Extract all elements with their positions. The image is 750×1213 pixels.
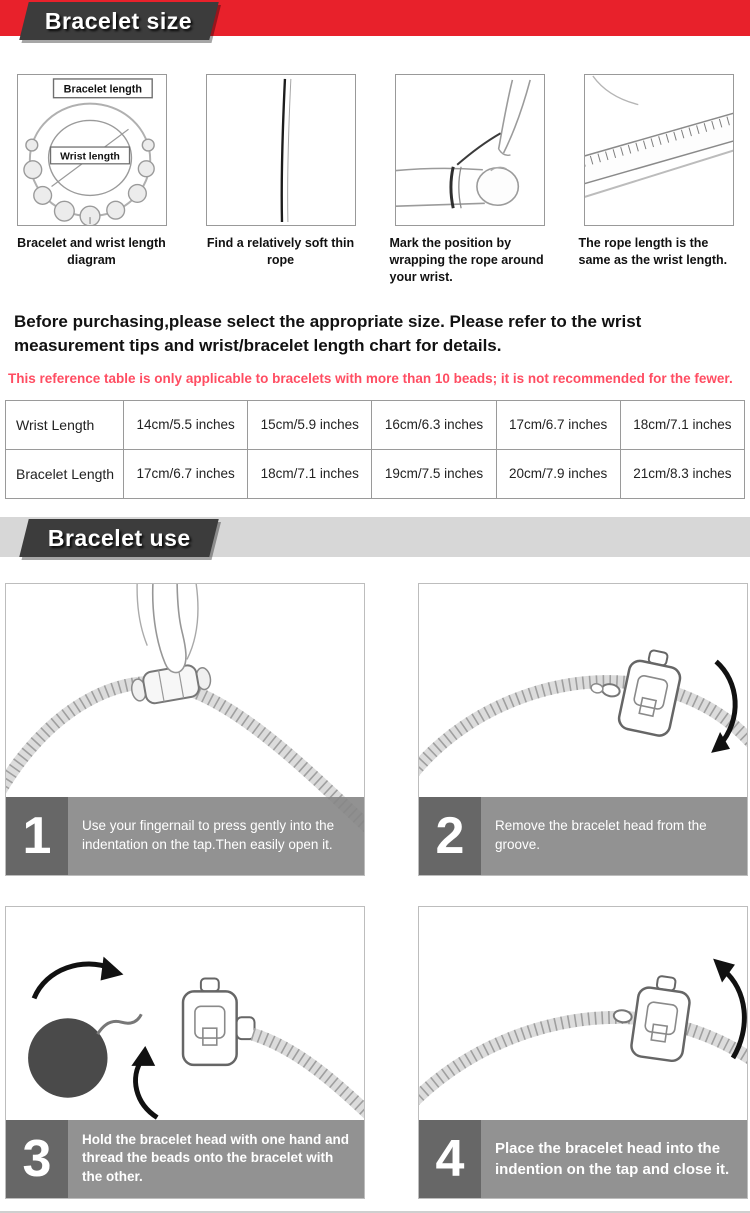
table-cell: 18cm/7.1 inches bbox=[619, 399, 746, 450]
size-table: Wrist Length 14cm/5.5 inches 15cm/5.9 in… bbox=[5, 399, 746, 499]
step2-text: Remove the bracelet head from the groove… bbox=[495, 818, 707, 852]
rope-image bbox=[205, 74, 356, 226]
step-panel-1: 1 Use your fingernail to press gently in… bbox=[5, 582, 365, 876]
measure-step-rope: Find a relatively soft thin rope bbox=[193, 74, 368, 286]
table-cell: 19cm/7.5 inches bbox=[371, 448, 497, 499]
clasp-link bbox=[590, 682, 621, 698]
step3-caption-bar: 3 Hold the bracelet head with one hand a… bbox=[6, 1119, 364, 1198]
rotate-arrow-icon bbox=[31, 956, 124, 1000]
size-note-text: This reference table is only applicable … bbox=[8, 370, 733, 386]
table-cell: 20cm/7.9 inches bbox=[495, 448, 621, 499]
table-cell: 14cm/5.5 inches bbox=[122, 399, 249, 450]
rotate-arrow-icon bbox=[711, 659, 738, 753]
step4-close-head-illustration bbox=[419, 958, 747, 1106]
bracelet-size-band: Bracelet size bbox=[0, 0, 750, 40]
bead bbox=[28, 1018, 108, 1098]
pressing-finger bbox=[136, 583, 199, 674]
close-arrow-icon bbox=[713, 958, 747, 1060]
bracelet-length-label: Bracelet length bbox=[63, 83, 141, 95]
step-panel-4: 4 Place the bracelet head into the inden… bbox=[418, 905, 748, 1199]
bracelet-diagram-illustration: Bracelet length Wrist length bbox=[22, 78, 155, 225]
ruler-image bbox=[583, 74, 734, 226]
table-cell: 17cm/6.7 inches bbox=[122, 448, 249, 499]
table-row-bracelet: Bracelet Length 17cm/6.7 inches 18cm/7.1… bbox=[5, 448, 746, 499]
wrap-wrist-image bbox=[394, 74, 545, 226]
measure-step-ruler: The rope length is the same as the wrist… bbox=[571, 74, 746, 286]
bracelet-head bbox=[181, 977, 256, 1067]
measure-caption-4: The rope length is the same as the wrist… bbox=[578, 236, 728, 267]
bracelet-use-ribbon: Bracelet use bbox=[19, 518, 219, 557]
table-cell: 16cm/6.3 inches bbox=[371, 399, 497, 450]
barrel-clasp bbox=[130, 664, 212, 705]
rope-line bbox=[584, 145, 733, 199]
bracelet-head bbox=[630, 975, 691, 1062]
measure-step-diagram: Bracelet length Wrist length Bracelet an… bbox=[4, 74, 179, 286]
table-cell: 18cm/7.1 inches bbox=[247, 448, 373, 499]
step3-number: 3 bbox=[6, 1119, 68, 1198]
step4-caption-bar: 4 Place the bracelet head into the inden… bbox=[419, 1119, 747, 1198]
measure-instructions-row: Bracelet length Wrist length Bracelet an… bbox=[0, 74, 750, 286]
step1-press-tap-illustration bbox=[6, 583, 364, 833]
bead-circles bbox=[22, 138, 155, 225]
step-panel-2: 2 Remove the bracelet head from the groo… bbox=[418, 582, 748, 876]
bracelet-use-band: Bracelet use bbox=[0, 516, 750, 557]
table-cell: 21cm/8.3 inches bbox=[619, 448, 746, 499]
step2-remove-head-illustration bbox=[419, 649, 747, 776]
thread-arrow-icon bbox=[131, 1045, 159, 1120]
measure-step-wrap: Mark the position by wrapping the rope a… bbox=[382, 74, 557, 286]
table-cell: 17cm/6.7 inches bbox=[495, 399, 621, 450]
step4-text: Place the bracelet head into the indenti… bbox=[495, 1139, 730, 1178]
step3-thread-beads-illustration bbox=[28, 956, 364, 1120]
wrist-length-label: Wrist length bbox=[60, 151, 120, 162]
bracelet-size-title: Bracelet size bbox=[45, 7, 193, 34]
measure-caption-2: Find a relatively soft thin rope bbox=[206, 236, 355, 267]
bracelet-use-title: Bracelet use bbox=[47, 524, 191, 551]
step2-number: 2 bbox=[419, 796, 481, 875]
step4-number: 4 bbox=[419, 1119, 481, 1198]
clasp-link bbox=[612, 1009, 633, 1024]
step1-caption-bar: 1 Use your fingernail to press gently in… bbox=[6, 796, 364, 875]
table-cell: Wrist Length bbox=[5, 399, 124, 450]
table-cell: Bracelet Length bbox=[5, 448, 124, 499]
size-intro-text: Before purchasing,please select the appr… bbox=[14, 311, 642, 356]
step1-number: 1 bbox=[6, 796, 68, 875]
bracelet-diagram-image: Bracelet length Wrist length bbox=[16, 74, 167, 226]
bracelet-head bbox=[617, 649, 682, 737]
measure-caption-1: Bracelet and wrist length diagram bbox=[17, 236, 166, 267]
step2-caption-bar: 2 Remove the bracelet head from the groo… bbox=[419, 796, 747, 875]
wrap-wrist-illustration bbox=[395, 79, 531, 209]
bracelet-size-ribbon: Bracelet size bbox=[19, 2, 219, 40]
measure-caption-3: Mark the position by wrapping the rope a… bbox=[389, 236, 544, 284]
ruler-illustration bbox=[584, 75, 733, 199]
rope-illustration bbox=[280, 78, 291, 223]
table-cell: 15cm/5.9 inches bbox=[247, 399, 373, 450]
step1-text: Use your fingernail to press gently into… bbox=[82, 818, 335, 852]
step-panel-3: 3 Hold the bracelet head with one hand a… bbox=[5, 905, 365, 1199]
footer-divider bbox=[0, 1210, 750, 1213]
step3-text: Hold the bracelet head with one hand and… bbox=[82, 1131, 350, 1185]
table-row-wrist: Wrist Length 14cm/5.5 inches 15cm/5.9 in… bbox=[5, 399, 746, 450]
rope-band bbox=[449, 166, 455, 209]
usage-steps-grid: 1 Use your fingernail to press gently in… bbox=[0, 557, 750, 1199]
